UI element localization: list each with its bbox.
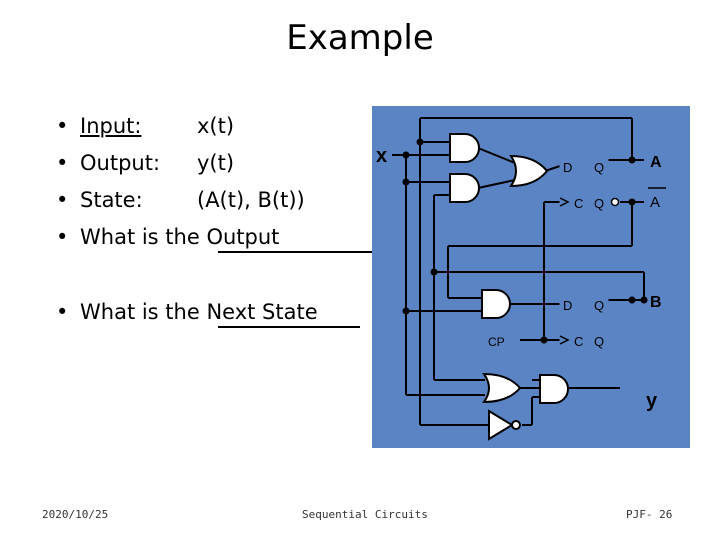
output-value: y(t): [197, 151, 235, 175]
ff-a-c-label: C: [574, 196, 583, 211]
junction-dot: [402, 307, 410, 315]
clock-edge-icon: [559, 335, 570, 345]
junction-dot: [640, 296, 648, 304]
next-state-question: What is the Next State: [80, 300, 318, 324]
answer-blank: [218, 251, 372, 253]
junction-dot: [402, 151, 410, 159]
junction-dot: [628, 156, 636, 164]
junction-dot: [430, 268, 438, 276]
ff-a-d-label: D: [563, 160, 572, 175]
footer-title: Sequential Circuits: [302, 508, 428, 521]
or-gate: [509, 154, 549, 188]
junction-dot: [540, 336, 548, 344]
ff-b-c-label: C: [574, 334, 583, 349]
input-x-label: x: [376, 145, 387, 167]
state-label: State:: [80, 188, 143, 212]
and-gate: [481, 289, 511, 319]
clock-label: CP: [488, 335, 505, 349]
junction-dot: [628, 198, 636, 206]
junction-dot: [628, 296, 636, 304]
and-gate: [539, 374, 569, 404]
clock-edge-icon: [559, 197, 570, 207]
and-gate: [449, 173, 480, 203]
junction-dot: [416, 138, 424, 146]
footer-date: 2020/10/25: [42, 508, 109, 521]
ff-b-q-label: Q: [594, 298, 604, 313]
inverted-output-bubble: [610, 197, 620, 207]
output-a-label: A: [650, 154, 662, 171]
bullet-marker: •: [56, 188, 69, 212]
and-gate: [449, 133, 480, 163]
answer-blank: [218, 326, 360, 328]
input-value: x(t): [197, 114, 235, 138]
input-label: Input:: [80, 114, 142, 138]
ff-b-d-label: D: [563, 298, 572, 313]
not-gate: [488, 409, 514, 441]
output-y-label: y: [646, 390, 658, 412]
ff-a-q-label: Q: [594, 160, 604, 175]
slide-title: Example: [286, 18, 434, 58]
d-flip-flop-b: [559, 287, 609, 353]
inverter-bubble: [511, 420, 521, 430]
state-value: (A(t), B(t)): [197, 188, 305, 212]
bullet-marker: •: [56, 225, 69, 249]
ff-b-qbar-label: Q: [594, 334, 604, 349]
output-question: What is the Output: [80, 225, 280, 249]
footer-page-number: PJF- 26: [626, 508, 673, 521]
junction-dot: [402, 178, 410, 186]
output-abar-label: A: [650, 194, 660, 211]
output-b-label: B: [650, 294, 662, 311]
or-gate: [482, 372, 522, 404]
bullet-marker: •: [56, 151, 69, 175]
bullet-marker: •: [56, 300, 69, 324]
output-label: Output:: [80, 151, 161, 175]
bullet-marker: •: [56, 114, 69, 138]
ff-a-qbar-label: Q: [594, 196, 604, 211]
